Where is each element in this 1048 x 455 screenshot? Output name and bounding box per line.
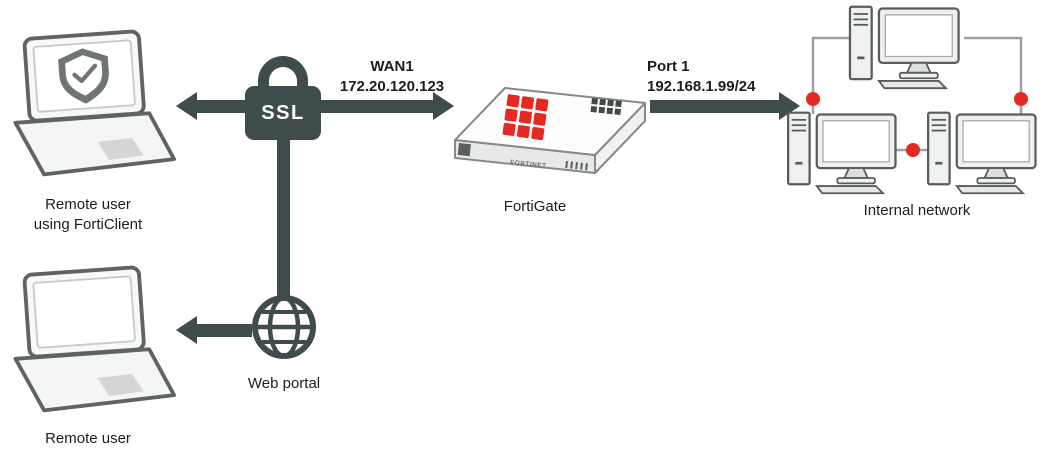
network-node-dot-left [806, 92, 820, 106]
globe-icon [252, 295, 316, 359]
padlock-shackle-icon [258, 56, 308, 92]
fortinet-logo-icon [502, 94, 549, 141]
remote-user-forticlient-label: Remote user using FortiClient [8, 195, 168, 235]
network-line-right [964, 36, 1023, 114]
padlock-icon: SSL [245, 86, 321, 140]
laptop-forticlient-icon [13, 29, 176, 177]
remote-user-forticlient-label-line1: Remote user [45, 196, 131, 213]
internal-network-label: Internal network [863, 202, 971, 219]
arrow-fortigate-to-network-shaft [650, 100, 780, 113]
appliance-led-icons [565, 161, 588, 171]
port1-interface-label: Port 1 [647, 58, 690, 75]
workstation-top-icon [848, 5, 960, 90]
laptop-icon [13, 265, 176, 413]
arrow-lock-to-forticlient-head [176, 92, 197, 120]
workstation-bottom-right-icon [927, 111, 1037, 195]
remote-user-label: Remote user [45, 430, 131, 447]
appliance-ports-icon [590, 98, 622, 116]
shield-check-icon [58, 48, 109, 104]
network-node-dot-right [1014, 92, 1028, 106]
port1-link-label: Port 1 192.168.1.99/24 [647, 57, 797, 97]
web-portal-label: Web portal [247, 375, 321, 392]
workstation-bottom-left-icon [787, 111, 897, 195]
fortigate-label: FortiGate [503, 198, 567, 215]
arrow-lock-to-forticlient-shaft [196, 100, 248, 113]
arrow-globe-to-remoteuser-head [176, 316, 197, 344]
fortigate-appliance-icon: FORTINET [454, 87, 646, 174]
appliance-vent-icon [457, 143, 471, 157]
arrow-lock-to-fortigate-shaft [320, 100, 434, 113]
wan1-interface-label: WAN1 [370, 58, 414, 75]
ssl-label: SSL [261, 101, 305, 124]
connector-lock-to-globe [277, 138, 290, 298]
arrow-globe-to-remoteuser-shaft [196, 324, 252, 337]
network-line-left [811, 36, 850, 114]
fortigate-brand-text: FORTINET [510, 159, 547, 170]
port1-address-label: 192.168.1.99/24 [647, 78, 756, 95]
network-node-dot-bottom [906, 143, 920, 157]
arrow-lock-to-fortigate-head [433, 92, 454, 120]
wan1-address-label: 172.20.120.123 [339, 78, 445, 95]
wan1-link-label: WAN1 172.20.120.123 [325, 57, 459, 97]
remote-user-forticlient-label-line2: using FortiClient [33, 216, 143, 233]
workstation-cluster-icon [787, 5, 1037, 195]
